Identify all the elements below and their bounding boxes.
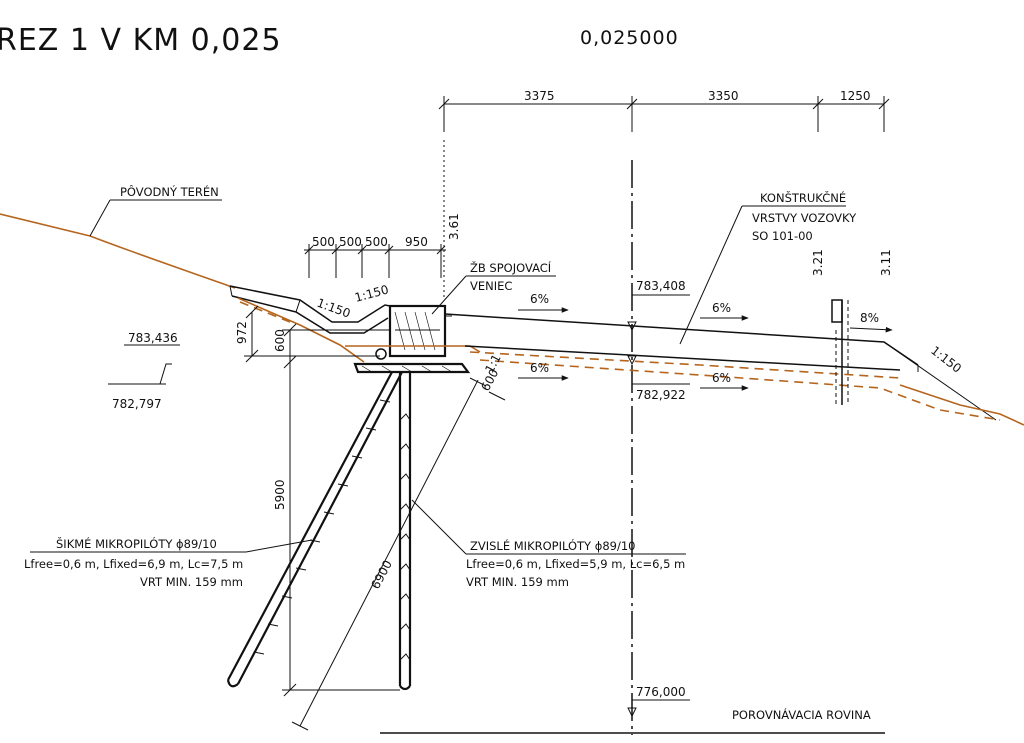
slope-150-left-1: 1:150 <box>315 296 352 321</box>
height-321: 3.21 <box>811 249 825 276</box>
pct-6-d: 6% <box>712 371 731 385</box>
height-600: 600 <box>273 329 287 352</box>
terrain-label: PÔVODNÝ TERÉN <box>120 184 219 199</box>
pct-8: 8% <box>860 311 879 325</box>
left-vertical-dims: 972 600 5900 <box>235 305 400 697</box>
dim-950: 950 <box>405 235 428 249</box>
road-pavement <box>444 313 1024 426</box>
pct-6-a: 6% <box>530 292 549 306</box>
beam-label-1: ŽB SPOJOVACÍ <box>470 260 552 275</box>
vertical-label-1: ZVISLÉ MIKROPILÓTY ϕ89/10 <box>470 538 635 553</box>
layers-label-3: SO 101-00 <box>752 229 813 243</box>
terrain-leader <box>89 199 111 237</box>
inclined-micropile <box>226 371 403 688</box>
dim-500-b: 500 <box>339 235 362 249</box>
level-776000: 776,000 <box>636 685 686 699</box>
inclined-label-1: ŠIKMÉ MIKROPILÓTY ϕ89/10 <box>56 536 217 551</box>
dim-500-a: 500 <box>312 235 335 249</box>
pct-6-b: 6% <box>712 301 731 315</box>
slope-150-right: 1:150 <box>928 343 964 375</box>
layers-leader <box>679 205 743 345</box>
height-5900: 5900 <box>273 479 287 510</box>
level-782922: 782,922 <box>636 388 686 402</box>
slope-arrows: 6% 6% 8% 6% 6% <box>518 292 893 391</box>
height-361: 3.61 <box>447 213 461 240</box>
vertical-micropile <box>398 372 412 691</box>
station-label: 0,025000 <box>580 27 679 49</box>
inclined-label-2: Lfree=0,6 m, Lfixed=6,9 m, Lc=7,5 m <box>24 557 243 571</box>
height-972: 972 <box>235 321 249 344</box>
drawing-title: REZ 1 V KM 0,025 <box>0 23 282 58</box>
inclined-leader <box>245 539 313 553</box>
dim-3350: 3350 <box>708 89 739 103</box>
original-terrain-line <box>0 213 236 289</box>
pct-6-c: 6% <box>530 361 549 375</box>
left-level-marks: 783,436 782,797 <box>108 331 180 411</box>
beam-dimension-chain: 500 500 500 950 <box>304 235 446 278</box>
dim-1250: 1250 <box>840 89 871 103</box>
connecting-beam <box>345 304 481 374</box>
inclined-label-3: VRT MIN. 159 mm <box>140 575 243 589</box>
drain-pipe <box>375 348 387 360</box>
guardrail <box>831 299 849 405</box>
layers-label-2: VRSTVY VOZOVKY <box>752 211 857 225</box>
vertical-leader <box>411 499 467 555</box>
beam-label-2: VENIEC <box>470 279 512 293</box>
reference-plane: 776,000 POROVNÁVACIA ROVINA <box>380 685 885 734</box>
dim-500-c: 500 <box>365 235 388 249</box>
ditch-structure: 1:150 1:150 <box>229 282 390 363</box>
axis-level-marks: 783,408 782,922 <box>627 279 690 402</box>
height-6900: 6900 <box>368 558 395 592</box>
dim-3375: 3375 <box>524 89 555 103</box>
height-311: 3.11 <box>879 249 893 276</box>
top-dimension-chain: 3375 3350 1250 <box>438 89 890 132</box>
reference-plane-label: POROVNÁVACIA ROVINA <box>732 707 871 722</box>
vertical-label-3: VRT MIN. 159 mm <box>466 575 569 589</box>
level-782797: 782,797 <box>112 397 162 411</box>
beam-leader <box>431 275 467 315</box>
layers-label-1: KONŠTRUKČNÉ <box>760 190 846 205</box>
slope-150-left-2: 1:150 <box>353 282 390 304</box>
level-783436: 783,436 <box>128 331 178 345</box>
level-783408: 783,408 <box>636 279 686 293</box>
vertical-label-2: Lfree=0,6 m, Lfixed=5,9 m, Lc=6,5 m <box>466 557 685 571</box>
